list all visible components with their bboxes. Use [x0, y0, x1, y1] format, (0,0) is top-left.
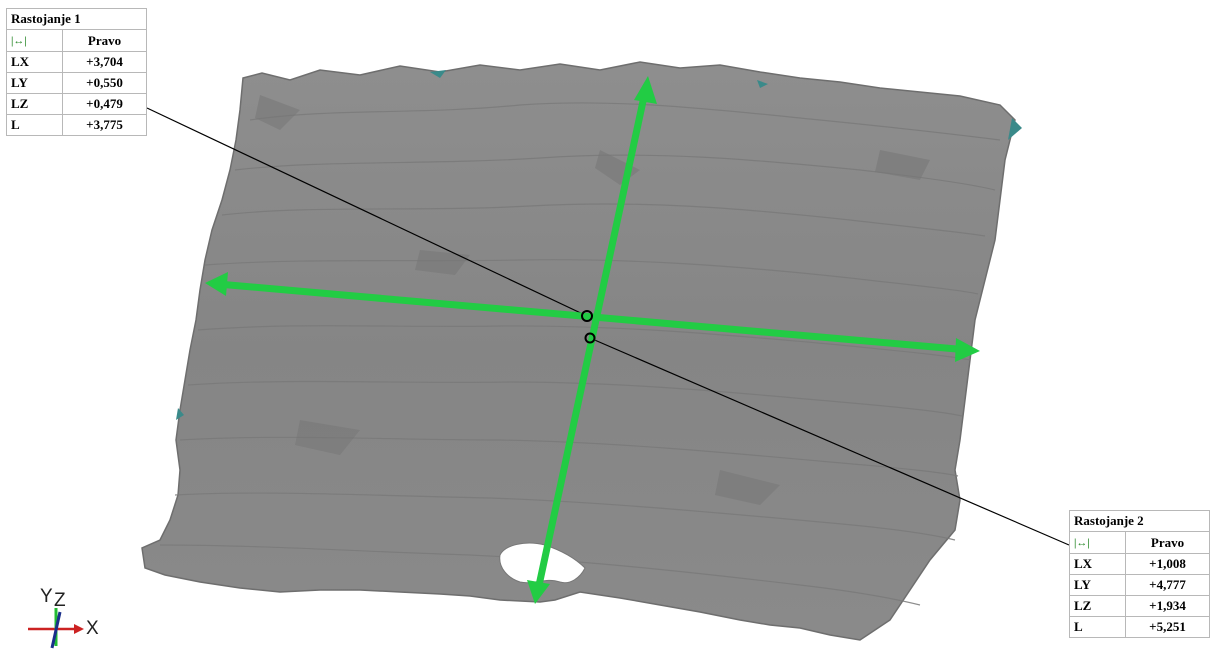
row-value: +1,934 — [1125, 595, 1210, 617]
axis-label-x: X — [86, 618, 99, 639]
measure-point-1[interactable] — [581, 310, 593, 322]
measurement-title: Rastojanje 2 — [1069, 510, 1210, 532]
row-key: LZ — [6, 93, 63, 115]
row-key: L — [1069, 616, 1126, 638]
axis-triad: Y Z X — [22, 586, 112, 653]
scanned-mesh-surface[interactable] — [141, 61, 1016, 641]
axis-triad-icon — [28, 608, 84, 649]
row-key: LX — [6, 51, 63, 73]
distance-mode-icon: |↔| — [11, 35, 27, 47]
measurement-table-2[interactable]: Rastojanje 2 |↔| Pravo LX +1,008 LY +4,7… — [1069, 510, 1210, 638]
mesh-edge-artifacts — [176, 70, 1022, 420]
row-value: +3,704 — [62, 51, 147, 73]
axis-label-z: Z — [54, 590, 66, 611]
measurement-arrow-2[interactable] — [527, 76, 657, 604]
row-key: LZ — [1069, 595, 1126, 617]
measure-point-2[interactable] — [584, 332, 596, 344]
row-value: +0,550 — [62, 72, 147, 94]
leader-line-2 — [589, 337, 1070, 546]
row-value: +5,251 — [1125, 616, 1210, 638]
row-key: LY — [6, 72, 63, 94]
measurement-arrow-1[interactable] — [205, 272, 980, 362]
row-value: +1,008 — [1125, 553, 1210, 575]
measurement-table-1[interactable]: Rastojanje 1 |↔| Pravo LX +3,704 LY +0,5… — [6, 8, 147, 136]
row-key: LY — [1069, 574, 1126, 596]
row-key: LX — [1069, 553, 1126, 575]
row-value: +0,479 — [62, 93, 147, 115]
row-value: +4,777 — [1125, 574, 1210, 596]
row-value: +3,775 — [62, 114, 147, 136]
distance-mode-label: Pravo — [1125, 531, 1210, 554]
distance-mode-label: Pravo — [62, 29, 147, 52]
measurement-title: Rastojanje 1 — [6, 8, 147, 30]
distance-mode-icon: |↔| — [1074, 537, 1090, 549]
row-key: L — [6, 114, 63, 136]
leader-line-1 — [146, 107, 588, 317]
axis-label-y: Y — [40, 586, 53, 607]
